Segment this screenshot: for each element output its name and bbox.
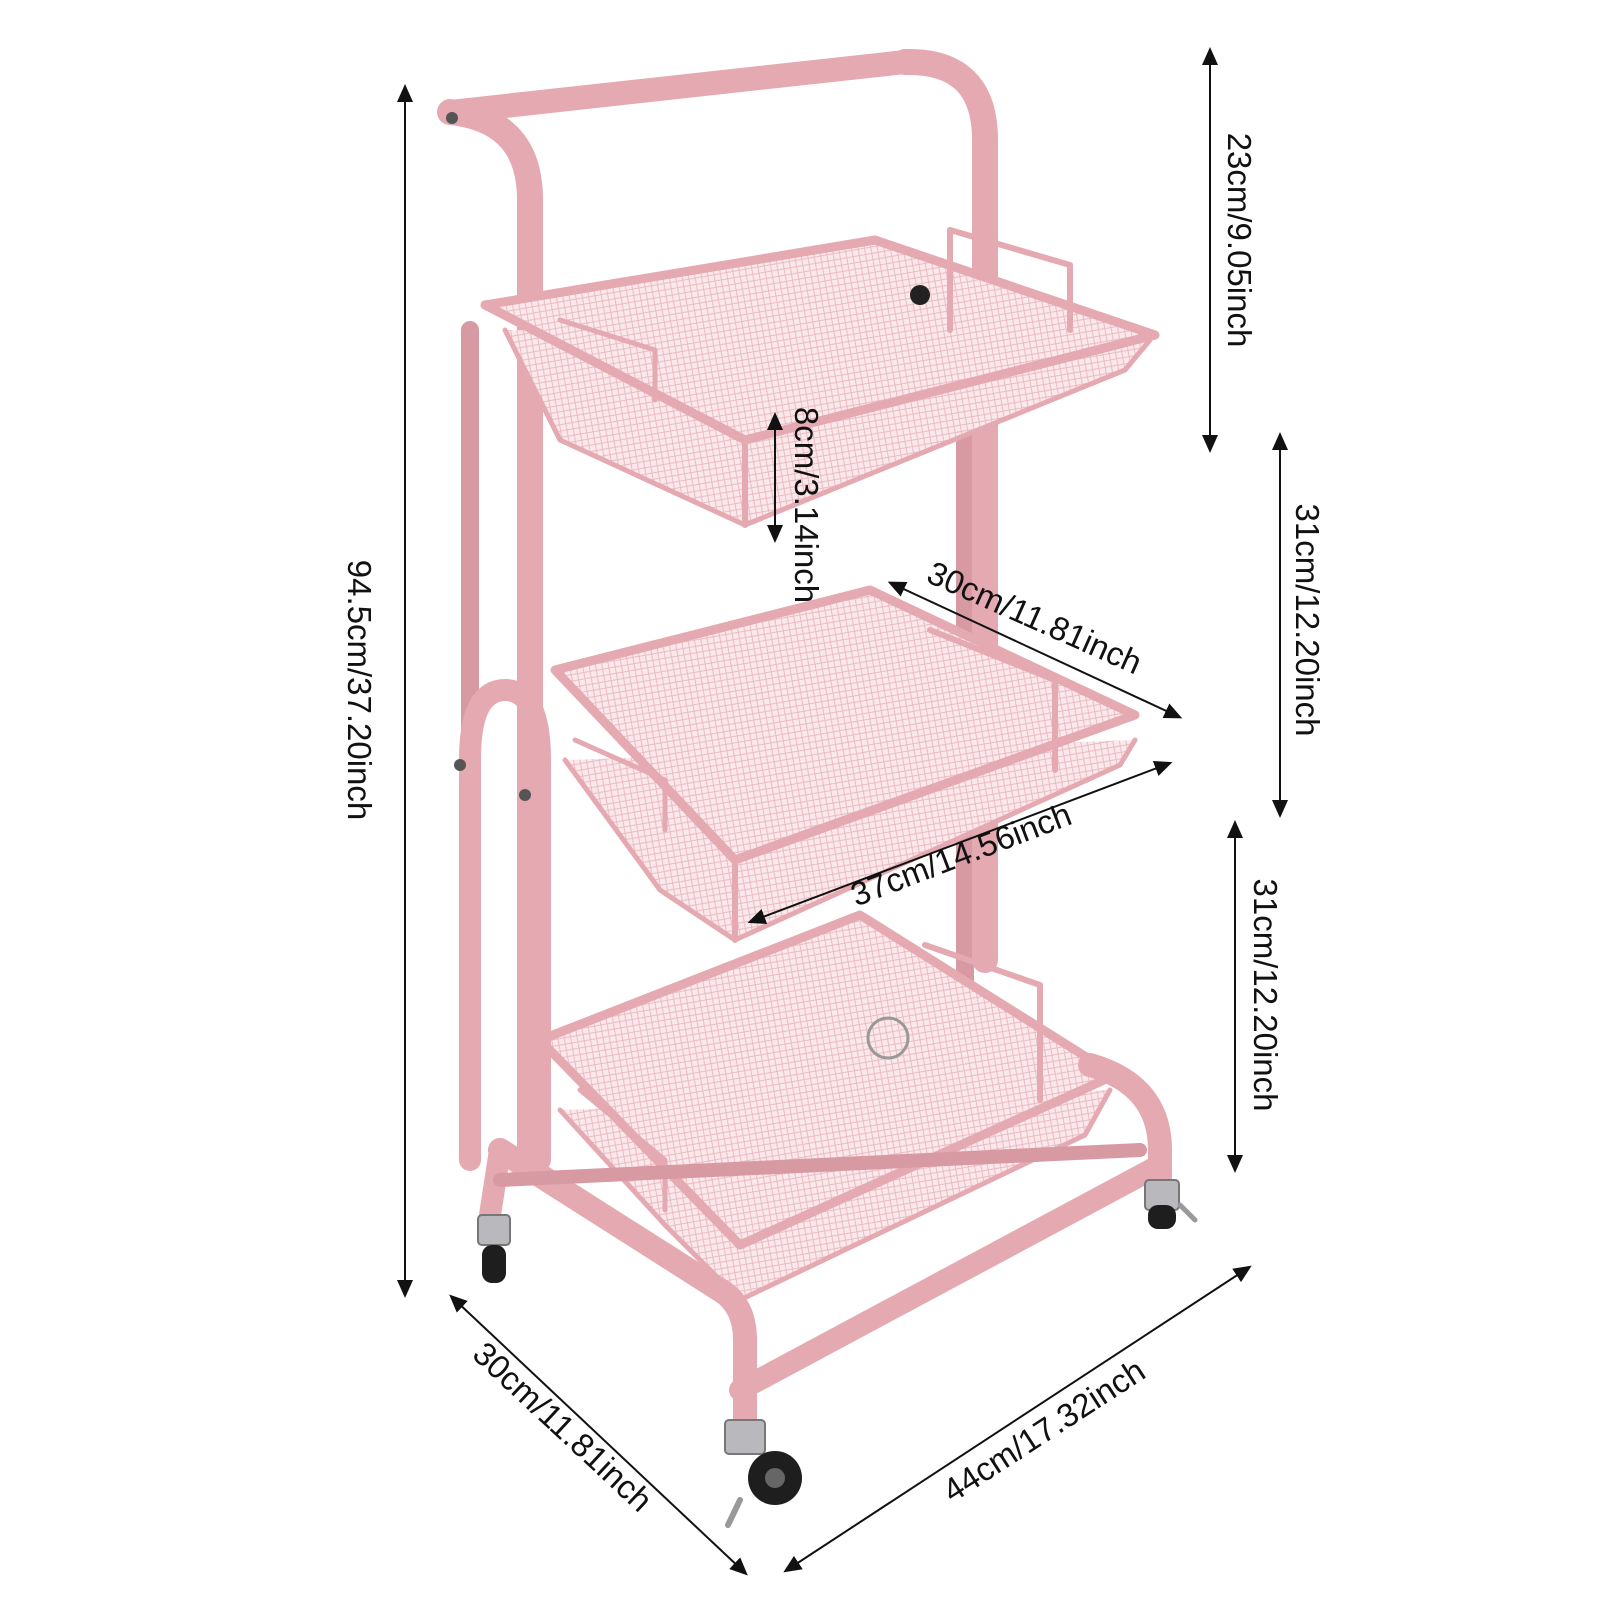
basket-width-line — [887, 581, 1183, 719]
wheel-front — [724, 1419, 802, 1528]
total-height-label: 94.5cm/37.20inch — [341, 560, 378, 821]
basket-depth-label: 8cm/3.14inch — [788, 407, 825, 603]
handle-height-label: 23cm/9.05inch — [1221, 133, 1258, 348]
wheel-rear-left — [477, 1214, 511, 1283]
wheel-rear-right — [1144, 1179, 1198, 1229]
wheels — [477, 1179, 1198, 1528]
base-width-label: 30cm/11.81inch — [466, 1334, 660, 1518]
upper-gap-label: 31cm/12.20inch — [1289, 504, 1326, 737]
lower-gap-label: 31cm/12.20inch — [1247, 879, 1284, 1112]
dimension-lines — [397, 47, 1288, 1576]
basket-length-line — [747, 761, 1173, 924]
base-width-line — [449, 1294, 748, 1576]
base-length-label: 44cm/17.32inch — [936, 1351, 1152, 1509]
top-basket — [480, 227, 1160, 528]
base-length-line — [783, 1265, 1252, 1573]
handle — [437, 48, 998, 1173]
cart — [437, 48, 1198, 1528]
